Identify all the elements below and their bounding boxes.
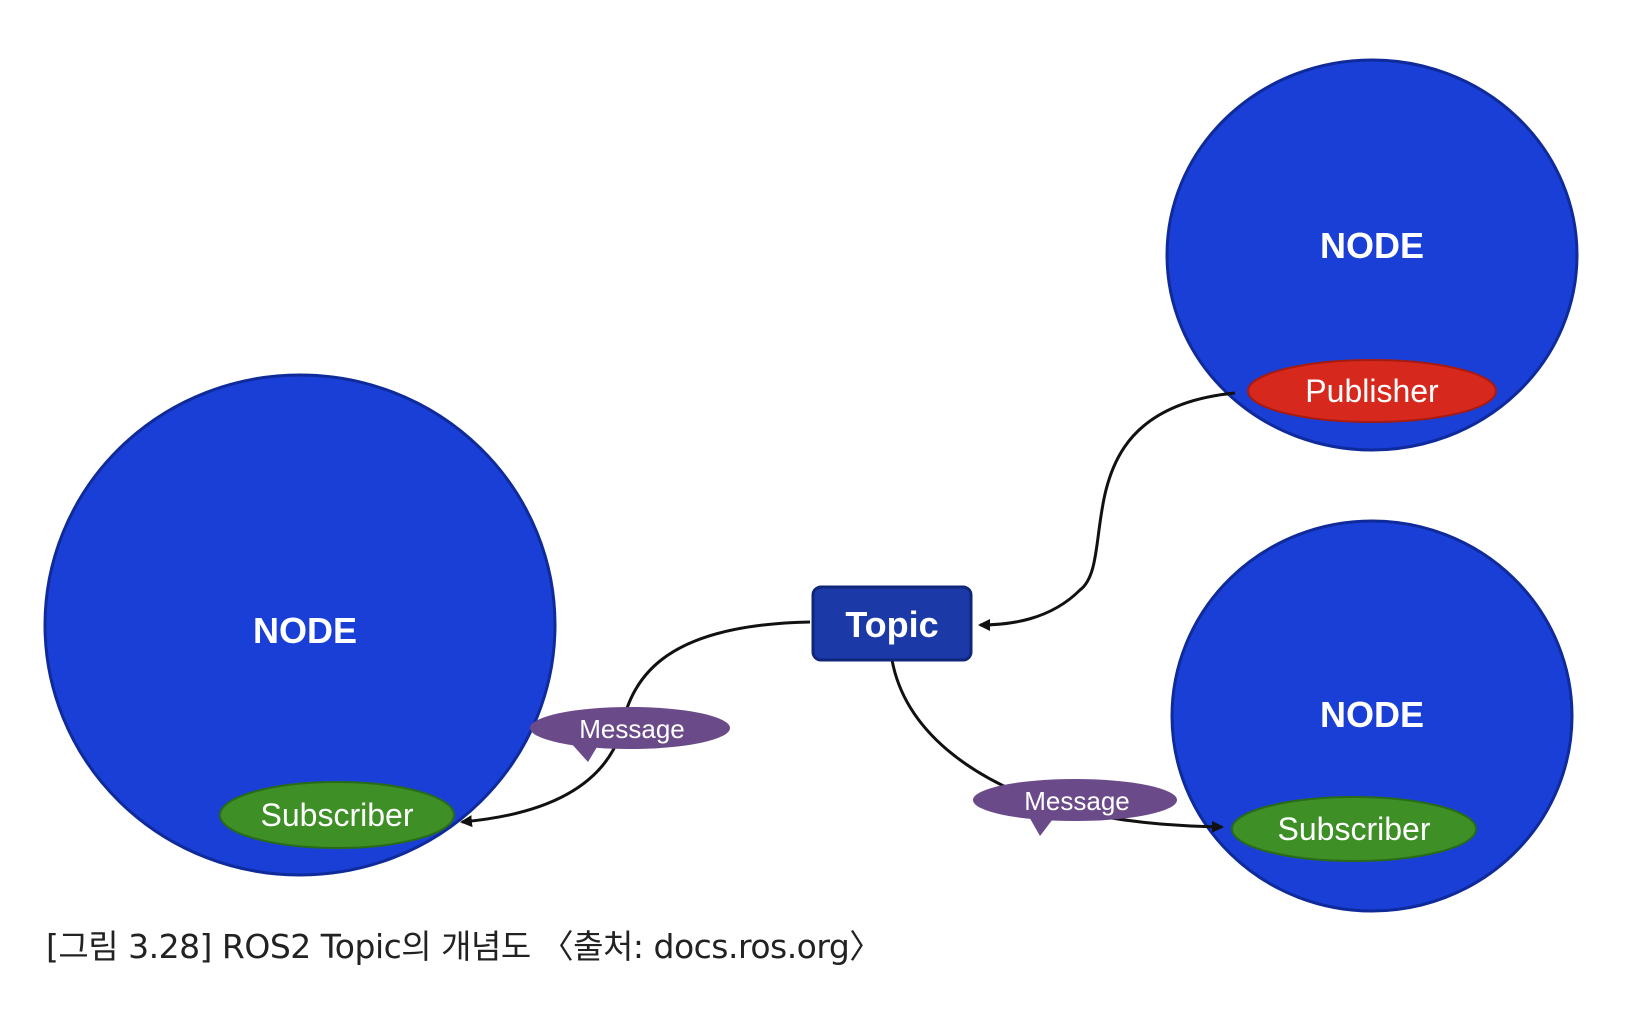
node-bottom-right-label: NODE [1320, 694, 1424, 735]
node-left: NODE Subscriber [43, 373, 557, 877]
node-left-label: NODE [253, 610, 357, 651]
figure-caption: [그림 3.28] ROS2 Topic의 개념도 〈출처: docs.ros.… [46, 927, 882, 966]
message-right-label: Message [1024, 786, 1130, 816]
message-left-label: Message [579, 714, 685, 744]
message-left-shape [530, 707, 730, 749]
node-bottom-right: NODE Subscriber [1170, 519, 1574, 913]
message-right-bubble: Message [973, 779, 1177, 836]
node-top-right: NODE Publisher [1165, 58, 1579, 452]
arrow-publisher-to-topic [978, 391, 1236, 631]
node-top-right-circle [1165, 58, 1579, 452]
publisher-label: Publisher [1305, 373, 1439, 409]
node-top-right-label: NODE [1320, 225, 1424, 266]
topic-label: Topic [845, 604, 938, 645]
subscriber-left-label: Subscriber [261, 797, 414, 833]
topic-rect [811, 585, 973, 662]
topic-box: Topic [811, 585, 973, 662]
message-right-shape [973, 779, 1177, 821]
subscriber-right-badge [1231, 796, 1477, 862]
subscriber-left-badge [219, 781, 455, 849]
message-left-bubble: Message [530, 707, 730, 762]
node-left-circle [43, 373, 557, 877]
subscriber-right-label: Subscriber [1278, 811, 1431, 847]
publisher-badge [1247, 359, 1497, 423]
